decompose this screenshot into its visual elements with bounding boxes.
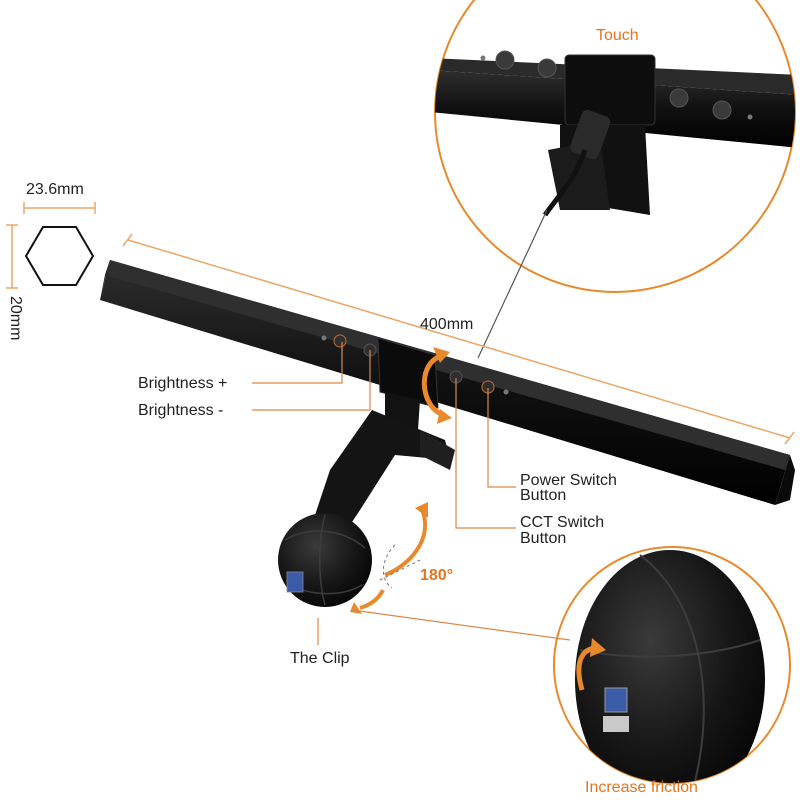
brightness-minus-label: Brightness -	[138, 402, 224, 419]
power-switch-label-line1: Power Switch	[520, 472, 617, 489]
touch-label: Touch	[596, 27, 639, 44]
friction-leader-line	[351, 609, 571, 641]
touch-zoom-detail	[434, 0, 796, 293]
cct-switch-leader	[455, 378, 516, 529]
increase-friction-label: Increase friction	[585, 779, 698, 796]
cct-switch-label-line1: CCT Switch	[520, 514, 605, 531]
zoom-leader-line	[477, 209, 548, 359]
friction-zoom-detail	[553, 546, 791, 784]
hexagon-icon	[6, 202, 96, 289]
brightness-minus-leader	[252, 350, 371, 411]
power-switch-label-line2: Button	[520, 487, 567, 504]
clip-arm	[310, 392, 455, 540]
light-bar	[100, 260, 795, 505]
length-dimension-label: 400mm	[420, 316, 474, 333]
power-switch-leader	[487, 388, 516, 488]
cct-switch-label-line2: Button	[520, 530, 567, 547]
clip-ball	[278, 513, 372, 607]
clip-label: The Clip	[290, 650, 350, 667]
brightness-plus-leader	[252, 342, 343, 384]
height-dimension-label: 20mm	[7, 296, 24, 341]
length-dim	[122, 233, 795, 445]
rotation-180-arrow	[350, 502, 428, 614]
bar-buttons	[321, 334, 509, 395]
brightness-plus-label: Brightness +	[138, 375, 228, 392]
width-dimension-label: 23.6mm	[26, 181, 84, 198]
fingerprint-icon	[480, 50, 753, 120]
rotate-arrow-icon	[421, 347, 452, 424]
callout-lines	[252, 342, 516, 645]
rotation-angle-label: 180°	[420, 567, 454, 584]
